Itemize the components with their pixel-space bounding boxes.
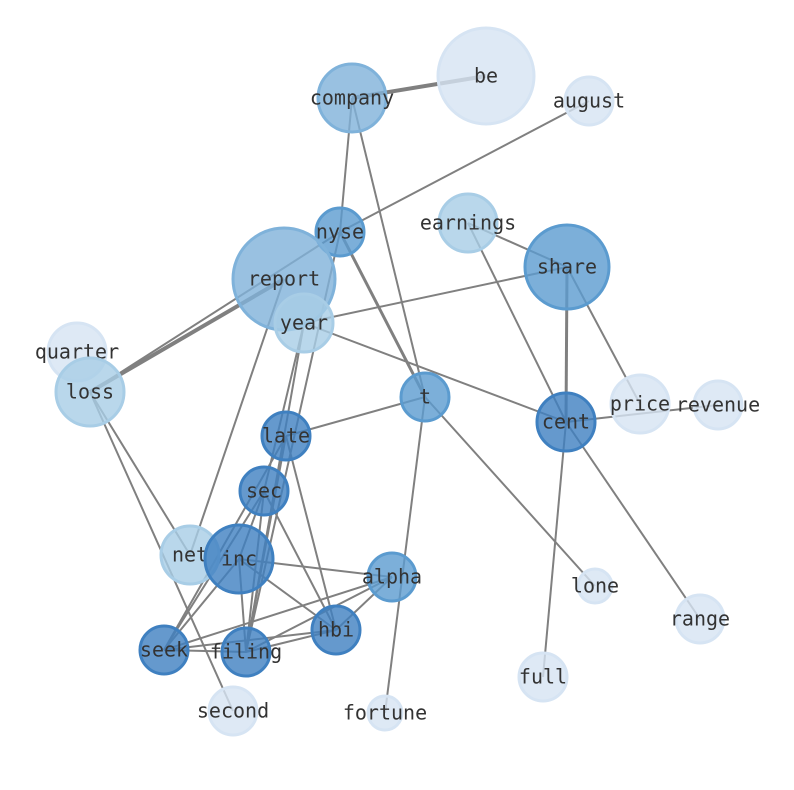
node-filing[interactable]: filing xyxy=(210,626,282,678)
node-be[interactable]: be xyxy=(436,26,536,126)
node-circle xyxy=(54,356,126,428)
node-circle xyxy=(517,651,569,703)
node-circle xyxy=(692,379,744,431)
node-lone[interactable]: lone xyxy=(571,567,619,605)
node-range[interactable]: range xyxy=(670,593,730,645)
node-circle xyxy=(203,523,275,595)
node-label: t xyxy=(419,385,431,409)
node-circle xyxy=(437,192,499,254)
node-inc[interactable]: inc xyxy=(203,523,275,595)
edge-alpha-seek xyxy=(163,576,393,651)
edge-cent-full xyxy=(542,421,567,678)
node-label: fortune xyxy=(343,701,427,725)
node-label: lone xyxy=(571,574,619,598)
node-circle xyxy=(316,62,388,134)
node-label: price xyxy=(610,392,670,416)
node-label: year xyxy=(280,311,328,335)
node-label: full xyxy=(519,665,567,689)
node-circle xyxy=(314,206,366,258)
node-circle xyxy=(238,465,290,517)
node-label: range xyxy=(670,607,730,631)
node-alpha[interactable]: alpha xyxy=(362,551,422,603)
node-late[interactable]: late xyxy=(260,410,312,462)
node-august[interactable]: august xyxy=(553,75,625,127)
node-label: inc xyxy=(221,547,257,571)
node-loss[interactable]: loss xyxy=(54,356,126,428)
node-label: share xyxy=(537,255,597,279)
edge-august-nyse xyxy=(339,100,590,233)
node-circle xyxy=(366,694,404,732)
node-label: nyse xyxy=(316,220,364,244)
node-price[interactable]: price xyxy=(609,373,671,435)
node-fortune[interactable]: fortune xyxy=(343,694,427,732)
node-circle xyxy=(310,604,362,656)
edge-earnings-cent xyxy=(467,222,567,423)
edge-late-hbi xyxy=(285,435,337,631)
edge-t-lone xyxy=(424,396,596,587)
edge-year-cent xyxy=(303,322,567,423)
node-label: company xyxy=(310,86,394,110)
node-cent[interactable]: cent xyxy=(535,391,597,453)
node-label: earnings xyxy=(420,211,516,235)
node-label: report xyxy=(248,267,320,291)
nodes: be company august nyse earnings report share ye… xyxy=(35,26,760,737)
node-circle xyxy=(535,391,597,453)
node-circle xyxy=(220,626,272,678)
node-circle xyxy=(366,551,418,603)
node-label: seek xyxy=(140,638,188,662)
node-label: revenue xyxy=(676,393,760,417)
node-circle xyxy=(260,410,312,462)
node-circle xyxy=(523,223,611,311)
edge-nyse-t xyxy=(338,231,427,398)
node-label: loss xyxy=(66,380,114,404)
node-second[interactable]: second xyxy=(197,685,269,737)
node-earnings[interactable]: earnings xyxy=(420,192,516,254)
node-full[interactable]: full xyxy=(517,651,569,703)
node-label: alpha xyxy=(362,565,422,589)
node-seek[interactable]: seek xyxy=(138,624,190,676)
node-nyse[interactable]: nyse xyxy=(314,206,366,258)
node-net[interactable]: net xyxy=(159,524,221,586)
node-circle xyxy=(563,75,615,127)
node-company[interactable]: company xyxy=(310,62,394,134)
node-circle xyxy=(674,593,726,645)
edge-sec-hbi xyxy=(263,490,337,631)
node-label: sec xyxy=(246,479,282,503)
node-label: net xyxy=(172,543,208,567)
node-circle xyxy=(399,371,451,423)
edge-t-fortune xyxy=(384,396,426,714)
edge-year-share xyxy=(303,266,568,324)
node-label: late xyxy=(262,424,310,448)
node-label: cent xyxy=(542,410,590,434)
node-label: be xyxy=(474,64,498,88)
node-year[interactable]: year xyxy=(273,292,335,354)
node-revenue[interactable]: revenue xyxy=(676,379,760,431)
node-label: hbi xyxy=(318,618,354,642)
node-label: second xyxy=(197,699,269,723)
node-sec[interactable]: sec xyxy=(238,465,290,517)
node-hbi[interactable]: hbi xyxy=(310,604,362,656)
node-circle xyxy=(436,26,536,126)
node-label: august xyxy=(553,89,625,113)
node-circle xyxy=(138,624,190,676)
node-circle xyxy=(273,292,335,354)
node-label: filing xyxy=(210,640,282,664)
node-circle xyxy=(609,373,671,435)
node-share[interactable]: share xyxy=(523,223,611,311)
edge-company-t xyxy=(351,97,426,398)
node-t[interactable]: t xyxy=(399,371,451,423)
node-circle xyxy=(207,685,259,737)
node-circle xyxy=(576,567,614,605)
edge-cent-range xyxy=(565,421,701,620)
